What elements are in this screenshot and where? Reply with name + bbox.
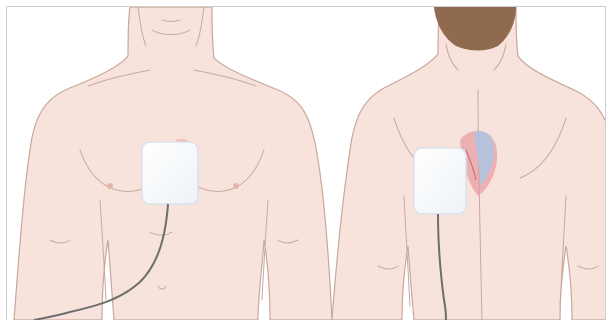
front-nipple-right — [233, 183, 239, 189]
front-electrode-pad — [142, 142, 198, 204]
front-view-figure — [14, 7, 332, 320]
back-view-figure — [332, 7, 612, 320]
front-nipple-left — [107, 183, 113, 189]
back-electrode-pad — [414, 148, 466, 214]
